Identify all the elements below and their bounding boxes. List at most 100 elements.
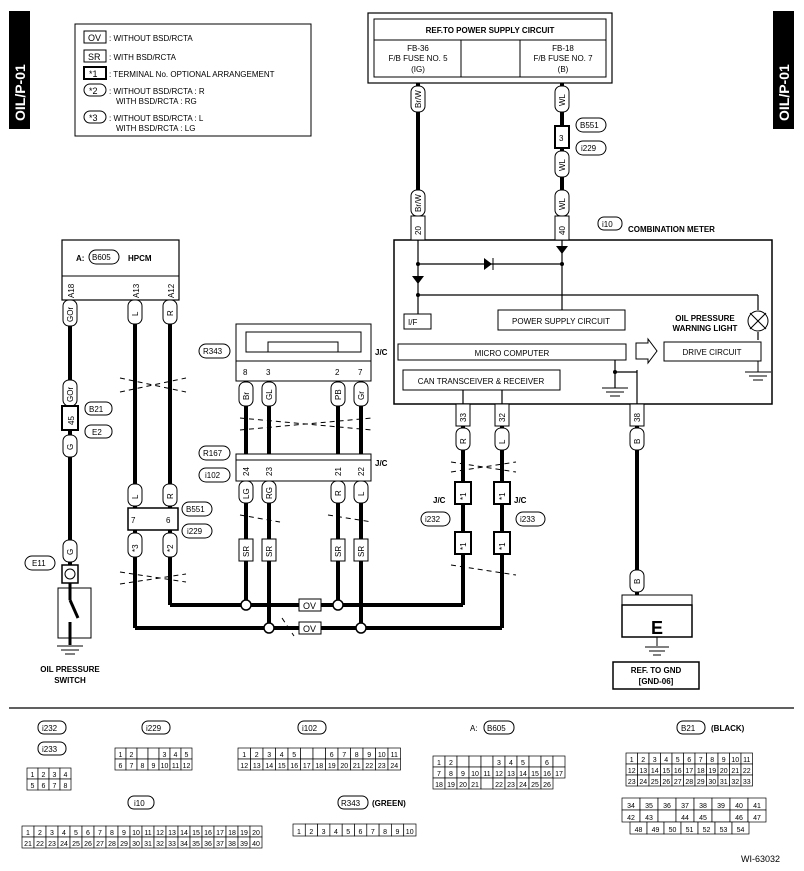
jc-label-1: J/C <box>375 348 388 357</box>
i229-view-cell <box>147 747 160 760</box>
wire-star3: *3 <box>131 544 140 552</box>
meter-conn-label: i10 <box>602 220 613 229</box>
b605-view-cell <box>468 755 482 768</box>
b21-view-pin: 7 <box>699 757 703 764</box>
r167-pin-3: 21 <box>334 467 343 476</box>
hpcm-module: A: B605 HPCM A18 A13 A12 <box>61 239 180 301</box>
view-b21-note: (BLACK) <box>711 724 745 733</box>
b21-view-pin: 29 <box>697 779 705 786</box>
b21-view-pin: 18 <box>697 768 705 775</box>
b551-pin-7: 7 <box>131 516 136 525</box>
b21-lower-view-pin: 47 <box>753 815 761 822</box>
b21-view-pin: 22 <box>743 768 751 775</box>
i10-view-pin: 14 <box>180 830 188 837</box>
legend-star3-text: : WITHOUT BSD/RCTA : L <box>109 114 204 123</box>
i232-star-bot: *1 <box>459 542 468 550</box>
b605-view-pin: 20 <box>459 782 467 789</box>
i229-view-pin: 8 <box>141 763 145 770</box>
b21-view-pin: 15 <box>662 768 670 775</box>
b605-view-cell <box>552 766 566 779</box>
i229-view-pin: 10 <box>161 763 169 770</box>
meter-title: COMBINATION METER <box>628 225 715 234</box>
splice-points <box>240 599 367 634</box>
i10-view-pin: 4 <box>62 830 66 837</box>
wire-tags-left: GOr L R GOr 45 25 G B21 E2 G L R 7 6 *3 … <box>61 299 213 563</box>
b605-view-pin: 7 <box>437 771 441 778</box>
i102-view-pin: 10 <box>378 752 386 759</box>
i10-view-pin: 6 <box>86 830 90 837</box>
b21-view-pin: 13 <box>639 768 647 775</box>
b605-view-pin: 4 <box>509 760 513 767</box>
wire-gor-2: GOr <box>66 387 75 402</box>
b605-view-pin: 8 <box>449 771 453 778</box>
switch-line1: OIL PRESSURE <box>40 665 100 674</box>
i229-view-pin: 5 <box>185 752 189 759</box>
b21-lower-view-pin: 37 <box>681 803 689 810</box>
b21-view-pin: 20 <box>720 768 728 775</box>
b21-bottom-view-pin: 48 <box>635 827 643 834</box>
i232-view-pin: 7 <box>53 783 57 790</box>
legend-star2-text: : WITHOUT BSD/RCTA : R <box>109 87 205 96</box>
i102-view-pin: 22 <box>365 763 373 770</box>
i10-view-pin: 10 <box>132 830 140 837</box>
wire-l-right: L <box>498 439 507 444</box>
meter-pin-20: 20 <box>414 226 423 235</box>
r343-view-pin: 10 <box>406 829 414 836</box>
b551-top-label: B551 <box>580 121 599 130</box>
jc-label-2: J/C <box>375 459 388 468</box>
r343-view-pin: 8 <box>383 829 387 836</box>
b605-view-cell <box>528 755 542 768</box>
b21-view-pin: 10 <box>731 757 739 764</box>
i10-view-pin: 7 <box>98 830 102 837</box>
i102-view-pin: 13 <box>253 763 261 770</box>
r343-view-pin: 6 <box>359 829 363 836</box>
i10-view-pin: 2 <box>38 830 42 837</box>
i102-view-pin: 21 <box>353 763 361 770</box>
b21-bottom-view-pin: 54 <box>737 827 745 834</box>
b21-lower-view-pin: 38 <box>699 803 707 810</box>
b21-bottom-view-pin: 52 <box>703 827 711 834</box>
b605-view-cell <box>540 777 554 790</box>
b21-view-pin: 28 <box>685 779 693 786</box>
i102-view-pin: 15 <box>278 763 286 770</box>
b21-view-pin: 12 <box>628 768 636 775</box>
i10-view-pin: 27 <box>96 841 104 848</box>
i102-view-pin: 17 <box>303 763 311 770</box>
i10-view-pin: 32 <box>156 841 164 848</box>
i10-view-pin: 18 <box>228 830 236 837</box>
b21-lower-view-pin: 41 <box>753 803 761 810</box>
jc-i232-i233: R L B *1 *1 *1 *1 J/C J/C i232 i233 <box>420 427 645 555</box>
i229-view-pin: 1 <box>119 752 123 759</box>
i229-left-label: i229 <box>187 527 203 536</box>
wire-b-2: B <box>633 579 642 584</box>
page-tab-right <box>773 11 794 129</box>
b21-lower-view-pin: 34 <box>627 803 635 810</box>
b21-bottom-view-cell <box>731 821 750 835</box>
b21-lower-view-pin: 43 <box>645 815 653 822</box>
r343-view-pin: 7 <box>371 829 375 836</box>
r343-pin-3: 2 <box>335 368 340 377</box>
i10-view-pin: 22 <box>36 841 44 848</box>
i232-view-pin: 1 <box>31 772 35 779</box>
r343-view-pin: 2 <box>309 829 313 836</box>
b21-view-pin: 4 <box>664 757 668 764</box>
wire-lg: LG <box>242 488 251 499</box>
i229-view-cell <box>180 758 193 771</box>
i102-view-pin: 20 <box>340 763 348 770</box>
i10-view-pin: 21 <box>24 841 32 848</box>
gnd-ref-line1: REF. TO GND <box>631 666 682 675</box>
b21-bottom-view-pin: 49 <box>652 827 660 834</box>
b21-view-pin: 30 <box>708 779 716 786</box>
i10-view-pin: 26 <box>84 841 92 848</box>
b551-i229-top-conn: B551 i229 <box>575 117 607 156</box>
wire-gr: Gr <box>357 391 366 400</box>
wire-l-1: L <box>131 311 140 316</box>
b605-view-pin: 12 <box>495 771 503 778</box>
i102-view-pin: 24 <box>390 763 398 770</box>
page-tab-right-label: OIL/P-01 <box>776 64 792 121</box>
b21-lower-view-pin: 35 <box>645 803 653 810</box>
b605-view-pin: 9 <box>461 771 465 778</box>
i10-view-pin: 35 <box>192 841 200 848</box>
i10-view-pin: 8 <box>110 830 114 837</box>
